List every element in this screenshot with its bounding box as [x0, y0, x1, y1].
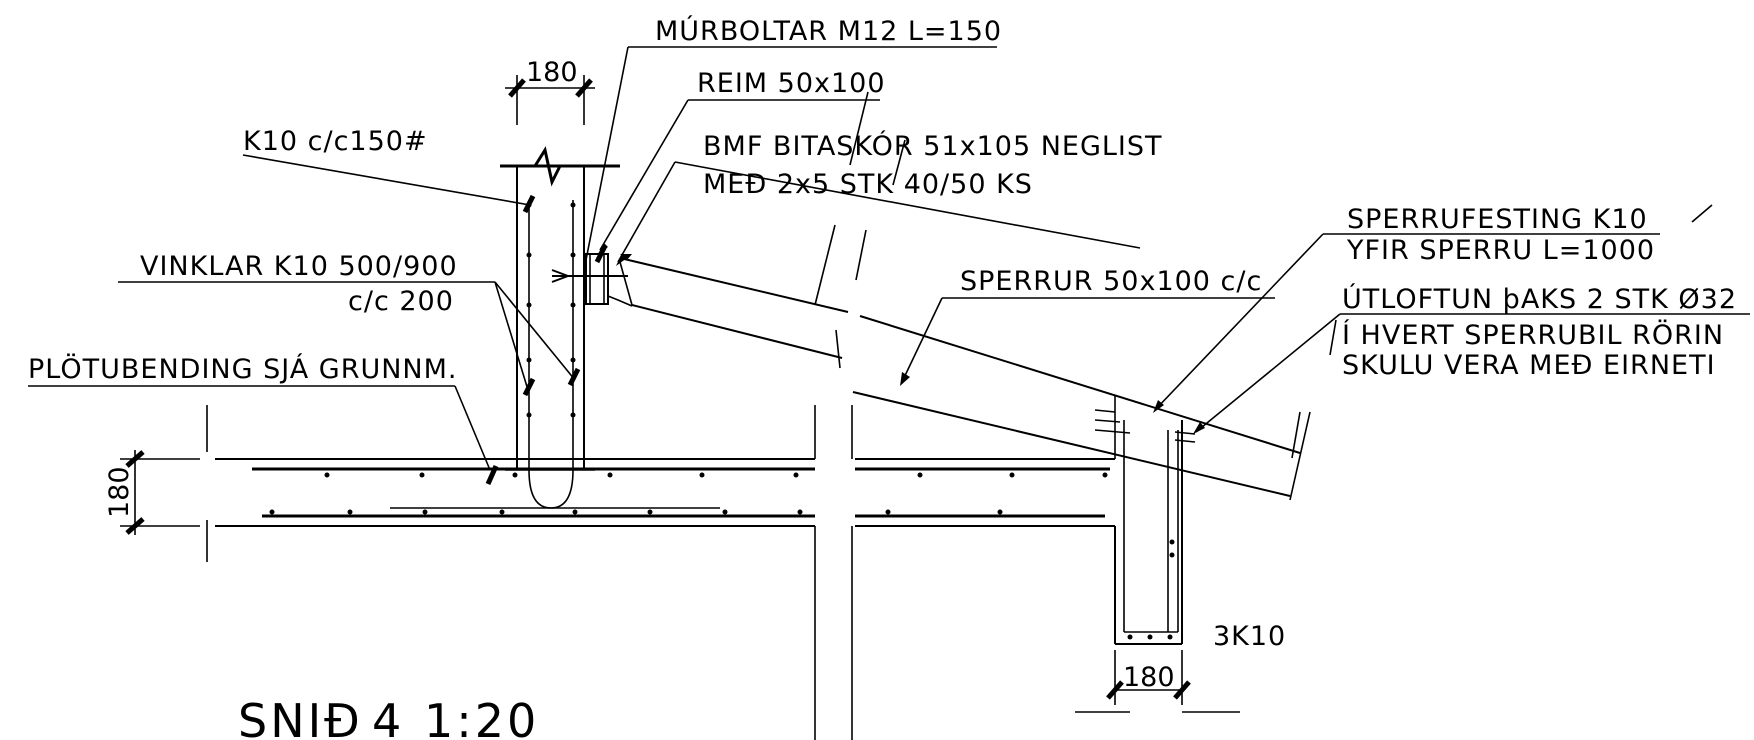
rebar-marks	[485, 194, 608, 486]
rebar-3k10-text: 3K10	[1213, 621, 1286, 652]
title-name: SNIÐ	[238, 694, 363, 740]
sperrufesting-text-line1: SPERRUFESTING K10	[1347, 204, 1648, 235]
upper-wall	[500, 146, 620, 509]
slab-thickness-label: 180	[104, 466, 135, 518]
wall-rebar-dots	[526, 202, 576, 418]
label-reim: REIM 50x100	[598, 68, 886, 254]
label-3k10: 3K10	[1213, 621, 1286, 652]
wall-width-dimension-top: 180	[505, 57, 595, 125]
k10-text: K10 c/c150#	[243, 126, 428, 157]
label-bmf: BMF BITASKÓR 51x105 NEGLIST MEÐ 2x5 STK …	[616, 91, 1163, 266]
slab-rebar-dots	[269, 472, 1108, 515]
sperrur-text: SPERRUR 50x100 c/c	[960, 266, 1262, 297]
label-k10: K10 c/c150#	[242, 126, 531, 206]
title-scale: 1:20	[424, 694, 539, 740]
label-vinklar: VINKLAR K10 500/900 c/c 200	[118, 251, 576, 391]
slab-thickness-dimension: 180	[104, 450, 200, 535]
beam-width-label-bottom: 180	[1123, 662, 1175, 693]
reim-text: REIM 50x100	[697, 68, 886, 99]
floor-slab	[206, 395, 1116, 740]
wall-width-label-top: 180	[526, 57, 578, 88]
plotubending-text: PLÖTUBENDING SJÁ GRUNNM.	[28, 353, 458, 385]
vinklar-text-line1: VINKLAR K10 500/900	[140, 251, 458, 282]
utloftun-text-line2: Í HVERT SPERRUBIL RÖRIN	[1342, 319, 1724, 351]
label-sperrufesting: SPERRUFESTING K10 YFIR SPERRU L=1000	[1153, 204, 1713, 413]
utloftun-text-line1: ÚTLOFTUN þAKS 2 STK Ø32	[1342, 283, 1737, 315]
drawing-title: SNIÐ 4 1:20	[238, 694, 539, 740]
sperrufesting-text-line2: YFIR SPERRU L=1000	[1346, 235, 1655, 266]
bmf-text-line1: BMF BITASKÓR 51x105 NEGLIST	[703, 130, 1163, 162]
bmf-text-line2: MEÐ 2x5 STK 40/50 KS	[703, 169, 1033, 200]
label-utloftun: ÚTLOFTUN þAKS 2 STK Ø32 Í HVERT SPERRUBI…	[1193, 283, 1750, 434]
vinklar-text-line2: c/c 200	[348, 286, 454, 317]
edge-beam	[1094, 409, 1196, 645]
label-murboltar: MÚRBOLTAR M12 L=150	[584, 15, 1002, 266]
label-plotubending: PLÖTUBENDING SJÁ GRUNNM.	[28, 353, 491, 471]
label-sperrur: SPERRUR 50x100 c/c	[900, 266, 1275, 386]
murboltar-text: MÚRBOLTAR M12 L=150	[655, 15, 1002, 47]
title-number: 4	[372, 694, 404, 740]
rafter	[619, 224, 1311, 501]
utloftun-text-line3: SKULU VERA MEÐ EIRNETI	[1342, 350, 1716, 381]
beam-width-dimension-bottom: 180	[1075, 650, 1240, 713]
